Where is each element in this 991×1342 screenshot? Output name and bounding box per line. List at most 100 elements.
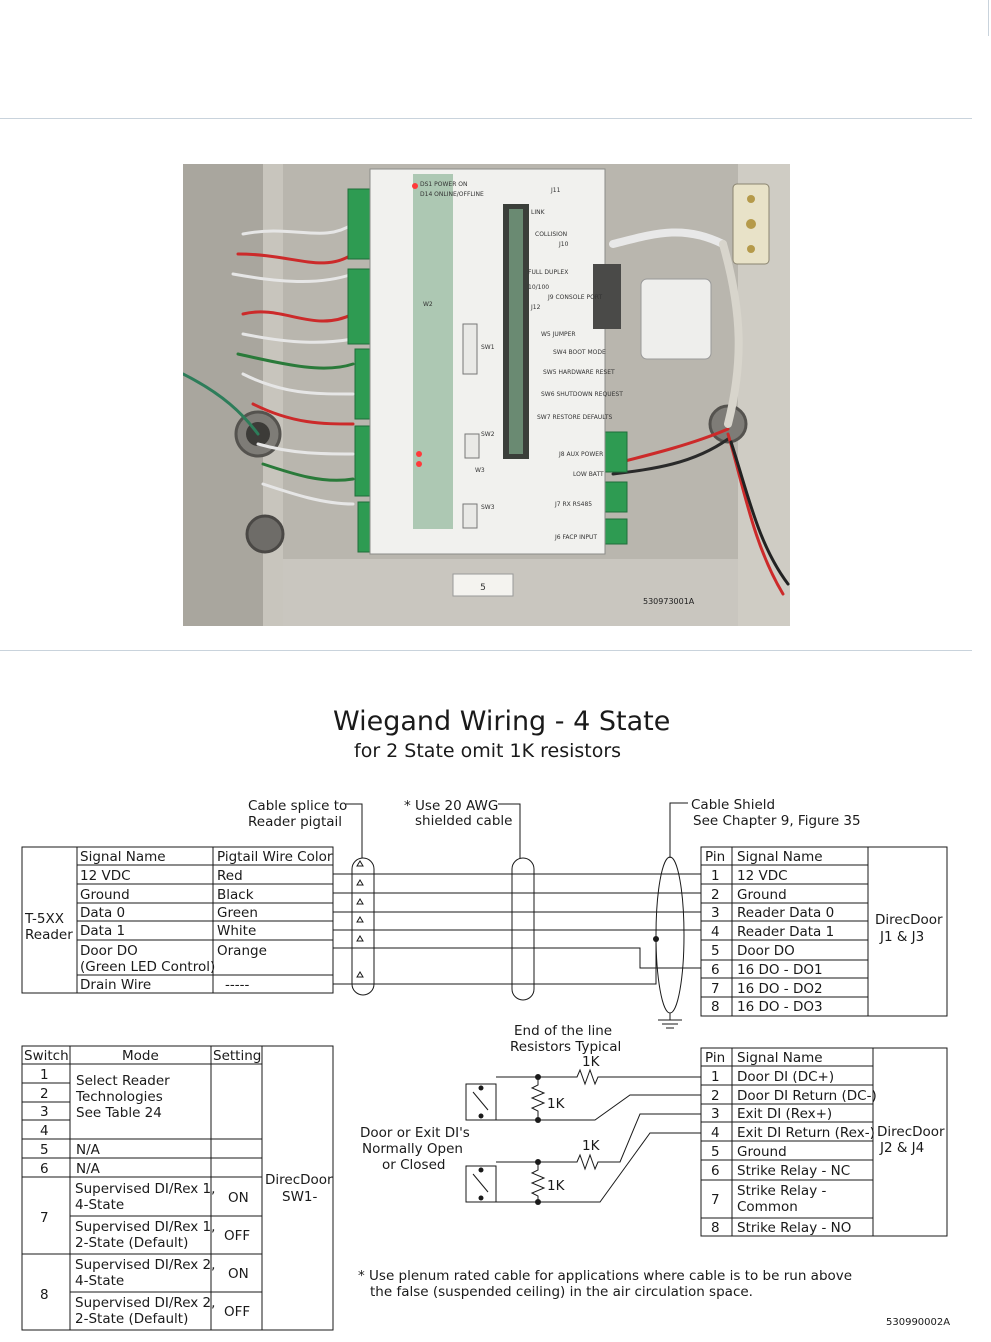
j1j3-label-2: J1 & J3 bbox=[879, 929, 924, 945]
j1j3-signal-6: 16 DO - DO1 bbox=[737, 962, 823, 978]
board-sw6-shutdown: SW6 SHUTDOWN REQUEST bbox=[541, 391, 623, 398]
note-door-2: Normally Open bbox=[362, 1141, 463, 1157]
j1j3-signal-8: 16 DO - DO3 bbox=[737, 999, 823, 1015]
j1j3-pin-7: 7 bbox=[711, 981, 720, 997]
board-j10: J10 bbox=[558, 241, 569, 248]
switch-7b-setting: OFF bbox=[224, 1228, 250, 1244]
diagram-figure-id: 530990002A bbox=[886, 1317, 950, 1328]
board-sw5-reset: SW5 HARDWARE RESET bbox=[543, 369, 615, 376]
board-sw3: SW3 bbox=[481, 504, 495, 511]
reader-name-1: T-5XX bbox=[24, 911, 64, 927]
switch-mode-6: N/A bbox=[76, 1161, 101, 1177]
j2j4-pin-5: 5 bbox=[711, 1144, 720, 1160]
switch-table-label-2: SW1- bbox=[282, 1189, 318, 1205]
reader-header-color: Pigtail Wire Color bbox=[217, 849, 333, 865]
j2j4-pin-4: 4 bbox=[711, 1125, 720, 1141]
j2j4-signal-7: Strike Relay - bbox=[737, 1183, 826, 1199]
switch-8a-mode-2: 4-State bbox=[75, 1273, 124, 1289]
reader-signal-4: Data 1 bbox=[80, 923, 125, 939]
switch-sel-mode-1: Select Reader bbox=[76, 1073, 170, 1089]
switch-num-1: 1 bbox=[40, 1067, 49, 1083]
wiegand-wiring-diagram: Wiegand Wiring - 4 State for 2 State omi… bbox=[21, 706, 950, 1331]
board-low-batt: LOW BATT bbox=[573, 471, 604, 478]
switch-num-8: 8 bbox=[40, 1287, 49, 1303]
note-shield-2: See Chapter 9, Figure 35 bbox=[693, 813, 861, 829]
note-door-1: Door or Exit DI's bbox=[360, 1125, 470, 1141]
j2j4-pin-3: 3 bbox=[711, 1106, 720, 1122]
reader-color-5: Orange bbox=[217, 943, 267, 959]
switch-table: Switch Mode Setting 1 2 3 4 Select Reade… bbox=[21, 1045, 334, 1331]
reader-signal-5b: (Green LED Control) bbox=[80, 959, 215, 975]
switch-num-4: 4 bbox=[40, 1123, 49, 1139]
diagram-subtitle: for 2 State omit 1K resistors bbox=[354, 740, 621, 762]
board-j7-rs485: J7 RX RS485 bbox=[554, 501, 592, 508]
enclosure-label: 5 bbox=[480, 583, 486, 593]
switch-num-6: 6 bbox=[40, 1161, 49, 1177]
board-sw1: SW1 bbox=[481, 344, 495, 351]
diagram-title: Wiegand Wiring - 4 State bbox=[333, 706, 670, 737]
board-collision: COLLISION bbox=[535, 231, 567, 238]
resistor-label-4: 1K bbox=[547, 1178, 566, 1194]
j2j4-signal-5: Ground bbox=[737, 1144, 787, 1160]
resistor-label-1: 1K bbox=[582, 1054, 601, 1070]
j2j4-signal-3: Exit DI (Rex+) bbox=[737, 1106, 832, 1122]
switch-num-3: 3 bbox=[40, 1104, 49, 1120]
j2-j4-table: Pin Signal Name 1 2 3 4 5 6 7 8 Door DI … bbox=[700, 1047, 948, 1237]
reader-signal-6: Drain Wire bbox=[80, 977, 151, 993]
reader-signal-5: Door DO bbox=[80, 943, 138, 959]
reader-wires bbox=[333, 856, 701, 1029]
j1j3-signal-4: Reader Data 1 bbox=[737, 924, 834, 940]
j2j4-signal-2: Door DI Return (DC-) bbox=[737, 1088, 877, 1104]
switch-7b-mode-2: 2-State (Default) bbox=[75, 1235, 188, 1251]
j2j4-pin-8: 8 bbox=[711, 1220, 720, 1236]
j1j3-header-pin: Pin bbox=[705, 849, 725, 865]
board-sw4-boot: SW4 BOOT MODE bbox=[553, 349, 606, 356]
j1j3-signals: 12 VDC Ground Reader Data 0 Reader Data … bbox=[737, 868, 834, 1015]
j2j4-signal-6: Strike Relay - NC bbox=[737, 1163, 850, 1179]
j2j4-pin-6: 6 bbox=[711, 1163, 720, 1179]
board-aux-power: J8 AUX POWER bbox=[558, 451, 603, 458]
top-divider bbox=[0, 118, 972, 119]
j1-j3-table: Pin Signal Name 1 2 3 4 5 6 7 8 12 VDC G… bbox=[700, 846, 948, 1017]
reader-name-2: Reader bbox=[25, 927, 73, 943]
j1j3-pin-2: 2 bbox=[711, 887, 720, 903]
j2j4-signal-1: Door DI (DC+) bbox=[737, 1069, 834, 1085]
board-led-power: DS1 POWER ON bbox=[420, 181, 468, 188]
j2j4-pin-2: 2 bbox=[711, 1088, 720, 1104]
board-j11: J11 bbox=[550, 187, 561, 194]
board-w3: W3 bbox=[475, 467, 485, 474]
switch-8b-mode-1: Supervised DI/Rex 2, bbox=[75, 1295, 215, 1311]
switch-sel-mode-3: See Table 24 bbox=[76, 1105, 162, 1121]
note-awg-2: shielded cable bbox=[415, 813, 512, 829]
board-sw2: SW2 bbox=[481, 431, 495, 438]
j1j3-header-signal: Signal Name bbox=[737, 849, 823, 865]
reader-color-1: Red bbox=[217, 868, 243, 884]
switch-8a-setting: ON bbox=[228, 1266, 249, 1282]
switch-7b-mode-1: Supervised DI/Rex 1, bbox=[75, 1219, 215, 1235]
door-circuit-2 bbox=[465, 1113, 701, 1205]
j1j3-pin-1: 1 bbox=[711, 868, 720, 884]
board-sw7-defaults: SW7 RESTORE DEFAULTS bbox=[537, 414, 612, 421]
j2j4-label-1: DirecDoor bbox=[877, 1124, 945, 1140]
reader-header-signal: Signal Name bbox=[80, 849, 166, 865]
j2j4-pin-7: 7 bbox=[711, 1192, 720, 1208]
note-shield-1: Cable Shield bbox=[691, 797, 775, 813]
note-splice-1: Cable splice to bbox=[248, 798, 347, 814]
board-j6-facp: J6 FACP INPUT bbox=[554, 534, 597, 541]
j1j3-pin-5: 5 bbox=[711, 943, 720, 959]
board-link: LINK bbox=[531, 209, 546, 216]
switch-header-setting: Setting bbox=[213, 1048, 261, 1064]
note-splice-2: Reader pigtail bbox=[248, 814, 342, 830]
j2j4-header-pin: Pin bbox=[705, 1050, 725, 1066]
j1j3-label-1: DirecDoor bbox=[875, 912, 943, 928]
reader-signal-1: 12 VDC bbox=[80, 868, 131, 884]
j1j3-signal-5: Door DO bbox=[737, 943, 795, 959]
page-edge-mark bbox=[988, 0, 989, 36]
j2j4-signal-8: Strike Relay - NO bbox=[737, 1220, 851, 1236]
board-w5-jumper: W5 JUMPER bbox=[541, 331, 576, 338]
switch-mode-5: N/A bbox=[76, 1142, 101, 1158]
switch-8b-setting: OFF bbox=[224, 1304, 250, 1320]
reader-signal-2: Ground bbox=[80, 887, 130, 903]
j2j4-header-signal: Signal Name bbox=[737, 1050, 823, 1066]
board-full-duplex: FULL DUPLEX bbox=[528, 269, 568, 276]
